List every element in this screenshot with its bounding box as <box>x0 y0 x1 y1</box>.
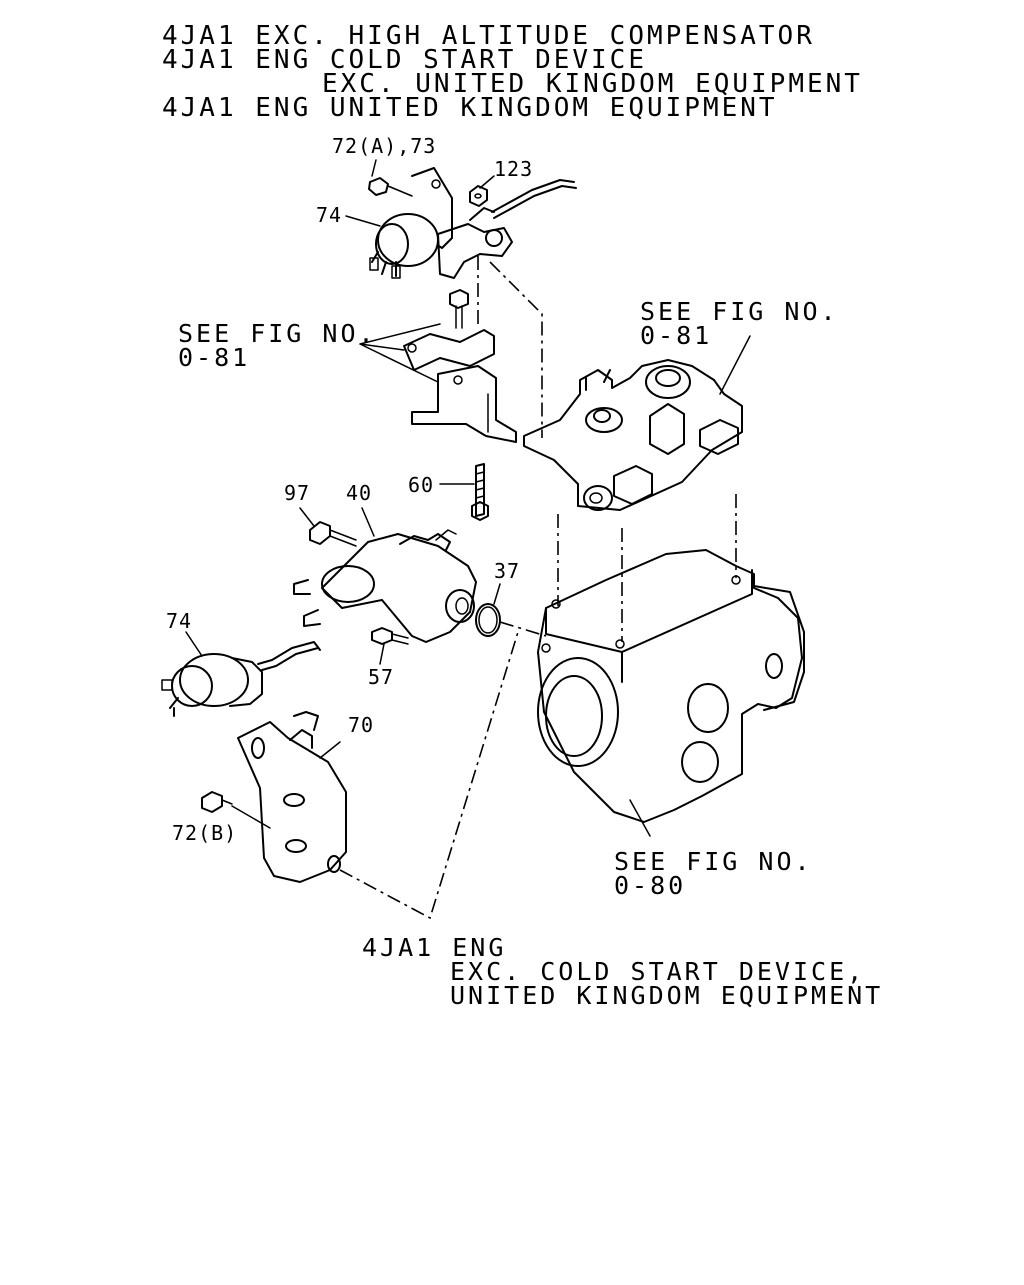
o-ring-37 <box>475 603 501 637</box>
header-line-1: 4JA1 EXC. HIGH ALTITUDE COMPENSATOR <box>162 21 815 51</box>
bolt-72a <box>368 177 389 196</box>
pump-housing: SEE FIG NO. 0-80 <box>537 549 813 900</box>
callout-70: 70 <box>348 713 374 737</box>
cold-start-body <box>321 533 477 643</box>
footer-line-3: UNITED KINGDOM EQUIPMENT <box>450 981 883 1010</box>
center-bracket-group: SEE FIG NO. 0-81 60 <box>178 289 517 521</box>
header-line-4: 4JA1 ENG UNITED KINGDOM EQUIPMENT <box>162 93 778 123</box>
ref-fig-081-right-line1: SEE FIG NO. <box>640 297 839 326</box>
screw-57 <box>371 627 393 645</box>
ref-fig-080-line1: SEE FIG NO. <box>614 847 813 876</box>
cold-start-device: 97 40 57 37 <box>284 481 547 689</box>
header-block: 4JA1 EXC. HIGH ALTITUDE COMPENSATOR 4JA1… <box>162 21 863 123</box>
callout-97: 97 <box>284 481 310 505</box>
top-actuator-assembly: 72(A),73 123 74 <box>316 134 577 279</box>
header-line-3: EXC. UNITED KINGDOM EQUIPMENT <box>322 69 863 99</box>
housing-bore <box>537 657 619 767</box>
callout-60: 60 <box>408 473 434 497</box>
ref-fig-081-left-line2: 0-81 <box>178 343 250 372</box>
ref-fig-080-line2: 0-80 <box>614 871 686 900</box>
callout-72b: 72(B) <box>172 821 237 845</box>
alignment-line <box>499 621 547 637</box>
callout-74-top: 74 <box>316 203 342 227</box>
callout-123: 123 <box>494 157 533 181</box>
bracket-70 <box>237 721 347 883</box>
footer-line-1: 4JA1 ENG <box>362 933 506 962</box>
ref-fig-081-left-line1: SEE FIG NO. <box>178 319 377 348</box>
pump-top-cover: SEE FIG NO. 0-81 <box>523 297 839 511</box>
alignment-line <box>339 631 519 920</box>
housing-body <box>537 549 803 823</box>
top-cover-body <box>523 359 743 511</box>
ref-fig-081-right-line2: 0-81 <box>640 321 712 350</box>
callout-37: 37 <box>494 559 520 583</box>
footer-note: 4JA1 ENG EXC. COLD START DEVICE, UNITED … <box>362 933 883 1010</box>
alignment-line <box>557 494 737 642</box>
bolt-60 <box>475 463 485 517</box>
bolt-72b <box>201 791 223 813</box>
footer-line-2: EXC. COLD START DEVICE, <box>450 957 865 986</box>
callout-72a-73: 72(A),73 <box>332 134 436 158</box>
header-line-2: 4JA1 ENG COLD START DEVICE <box>162 45 647 75</box>
callout-57: 57 <box>368 665 394 689</box>
l-bracket <box>411 365 517 443</box>
mid-diaphragm <box>179 653 249 707</box>
callout-74-mid: 74 <box>166 609 192 633</box>
alt-actuator-assembly: 74 70 72(B) <box>161 609 374 883</box>
callout-40: 40 <box>346 481 372 505</box>
nut-123 <box>469 185 488 207</box>
alignment-line <box>489 261 543 438</box>
